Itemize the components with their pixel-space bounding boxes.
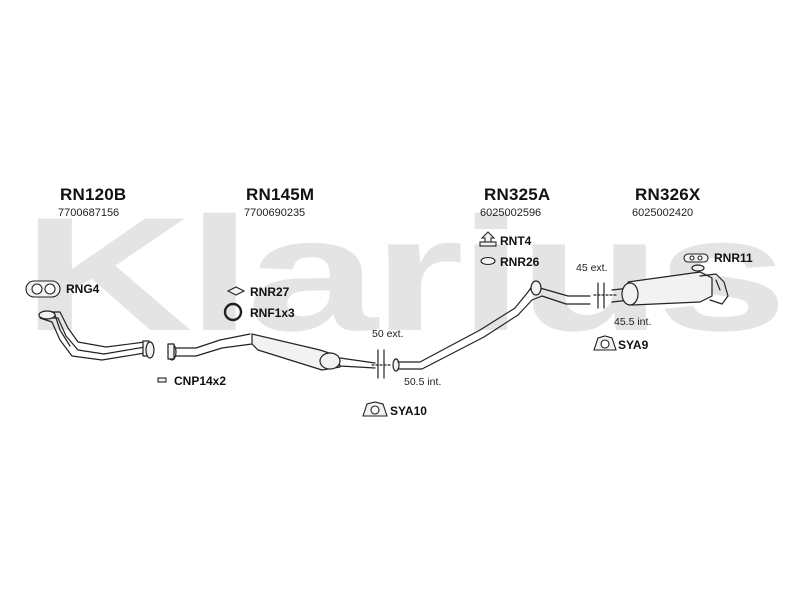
rear-silencer-rn326x <box>611 264 729 306</box>
fitting-label-rnt4: RNT4 <box>500 234 532 248</box>
downpipe-rn120b <box>38 310 155 361</box>
fitting-label-rnr26: RNR26 <box>500 255 540 269</box>
oem-number-rn326x: 6025002420 <box>632 207 694 219</box>
joint-marks-front <box>371 349 400 379</box>
dimension-label-front-int: 50.5 int. <box>404 376 442 388</box>
rubber-hanger-icon <box>480 256 496 266</box>
fitting-label-sya10: SYA10 <box>390 404 427 418</box>
joint-marks-rear <box>593 282 617 309</box>
sleeve-clamp-icon <box>362 401 388 417</box>
intermediate-pipe-rn325a <box>397 280 591 370</box>
fitting-label-rng4: RNG4 <box>66 282 100 296</box>
bolt-icon <box>157 377 167 383</box>
rubber-hanger-icon <box>683 253 709 263</box>
part-code-rn326x: RN326X <box>635 185 701 204</box>
gasket-icon <box>25 280 61 298</box>
bracket-icon <box>479 231 497 247</box>
watermark-text: Klarius <box>22 184 782 365</box>
mid-silencer-rn145m <box>167 333 376 371</box>
fitting-label-sya9: SYA9 <box>618 338 649 352</box>
part-code-rn325a: RN325A <box>484 185 551 204</box>
oem-number-rn325a: 6025002596 <box>480 207 542 219</box>
rubber-hanger-icon <box>226 286 246 296</box>
fitting-label-cnp14x2: CNP14x2 <box>174 374 227 388</box>
clamp-ring-icon <box>223 302 243 322</box>
oem-number-rn145m: 7700690235 <box>244 207 306 219</box>
sleeve-clamp-icon <box>593 335 617 351</box>
part-code-rn120b: RN120B <box>60 185 127 204</box>
fitting-label-rnr27: RNR27 <box>250 285 290 299</box>
dimension-label-front-ext: 50 ext. <box>372 328 404 340</box>
dimension-label-rear-int: 45.5 int. <box>614 316 652 328</box>
dimension-label-rear-ext: 45 ext. <box>576 262 608 274</box>
oem-number-rn120b: 7700687156 <box>58 207 120 219</box>
fitting-label-rnr11: RNR11 <box>714 251 753 265</box>
part-code-rn145m: RN145M <box>246 185 315 204</box>
fitting-label-rnf1x3: RNF1x3 <box>250 306 295 320</box>
